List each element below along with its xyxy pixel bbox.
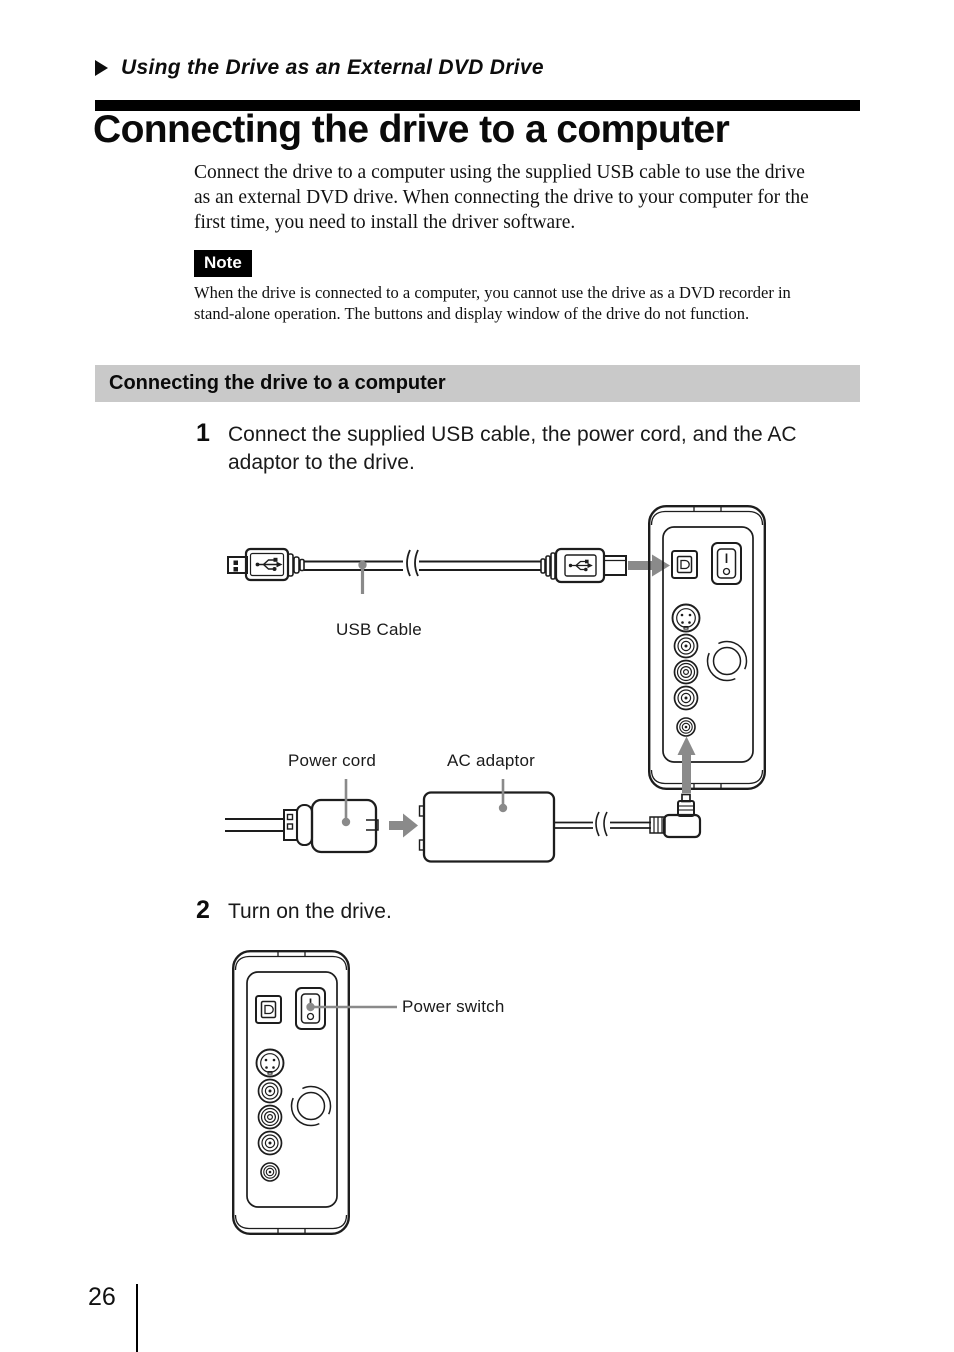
drive-rear-panel-1 [648, 505, 766, 791]
usb-trident-icon [255, 557, 283, 571]
usb-cable-label: USB Cable [336, 620, 422, 639]
step-1-number: 1 [196, 419, 210, 447]
usb-trident-icon [568, 559, 593, 572]
arrow-right-icon [95, 60, 108, 76]
breadcrumb-label: Using the Drive as an External DVD Drive [121, 56, 544, 79]
power-cord-leader-line [341, 779, 351, 827]
ac-adaptor-illustration [418, 791, 702, 863]
power-cord-illustration [225, 798, 379, 854]
page-number: 26 [88, 1283, 116, 1311]
step-2-text: Turn on the drive. [228, 900, 392, 923]
section-header: Connecting the drive to a computer [95, 365, 860, 402]
footer-divider [136, 1284, 138, 1352]
header-rule [95, 100, 860, 111]
ac-adaptor-leader-line [498, 779, 508, 813]
ac-adaptor-label: AC adaptor [447, 751, 535, 770]
power-switch-label: Power switch [402, 997, 505, 1016]
breadcrumb: Using the Drive as an External DVD Drive [95, 56, 544, 80]
arrow-right-icon [628, 554, 670, 577]
power-switch-leader-line [306, 1002, 397, 1012]
power-cord-label: Power cord [288, 751, 376, 770]
note-badge: Note [194, 250, 252, 277]
usb-cable-leader-line [358, 560, 367, 594]
step-1-text: Connect the supplied USB cable, the powe… [228, 423, 797, 474]
page-title: Connecting the drive to a computer [93, 108, 730, 151]
drive-rear-panel-2 [231, 950, 350, 1236]
arrow-right-icon [389, 813, 418, 838]
step-2-number: 2 [196, 896, 210, 924]
arrow-up-icon [677, 736, 696, 793]
note-paragraph: When the drive is connected to a compute… [194, 283, 791, 323]
intro-paragraph: Connect the drive to a computer using th… [194, 162, 809, 233]
usb-cable-illustration [227, 547, 627, 584]
